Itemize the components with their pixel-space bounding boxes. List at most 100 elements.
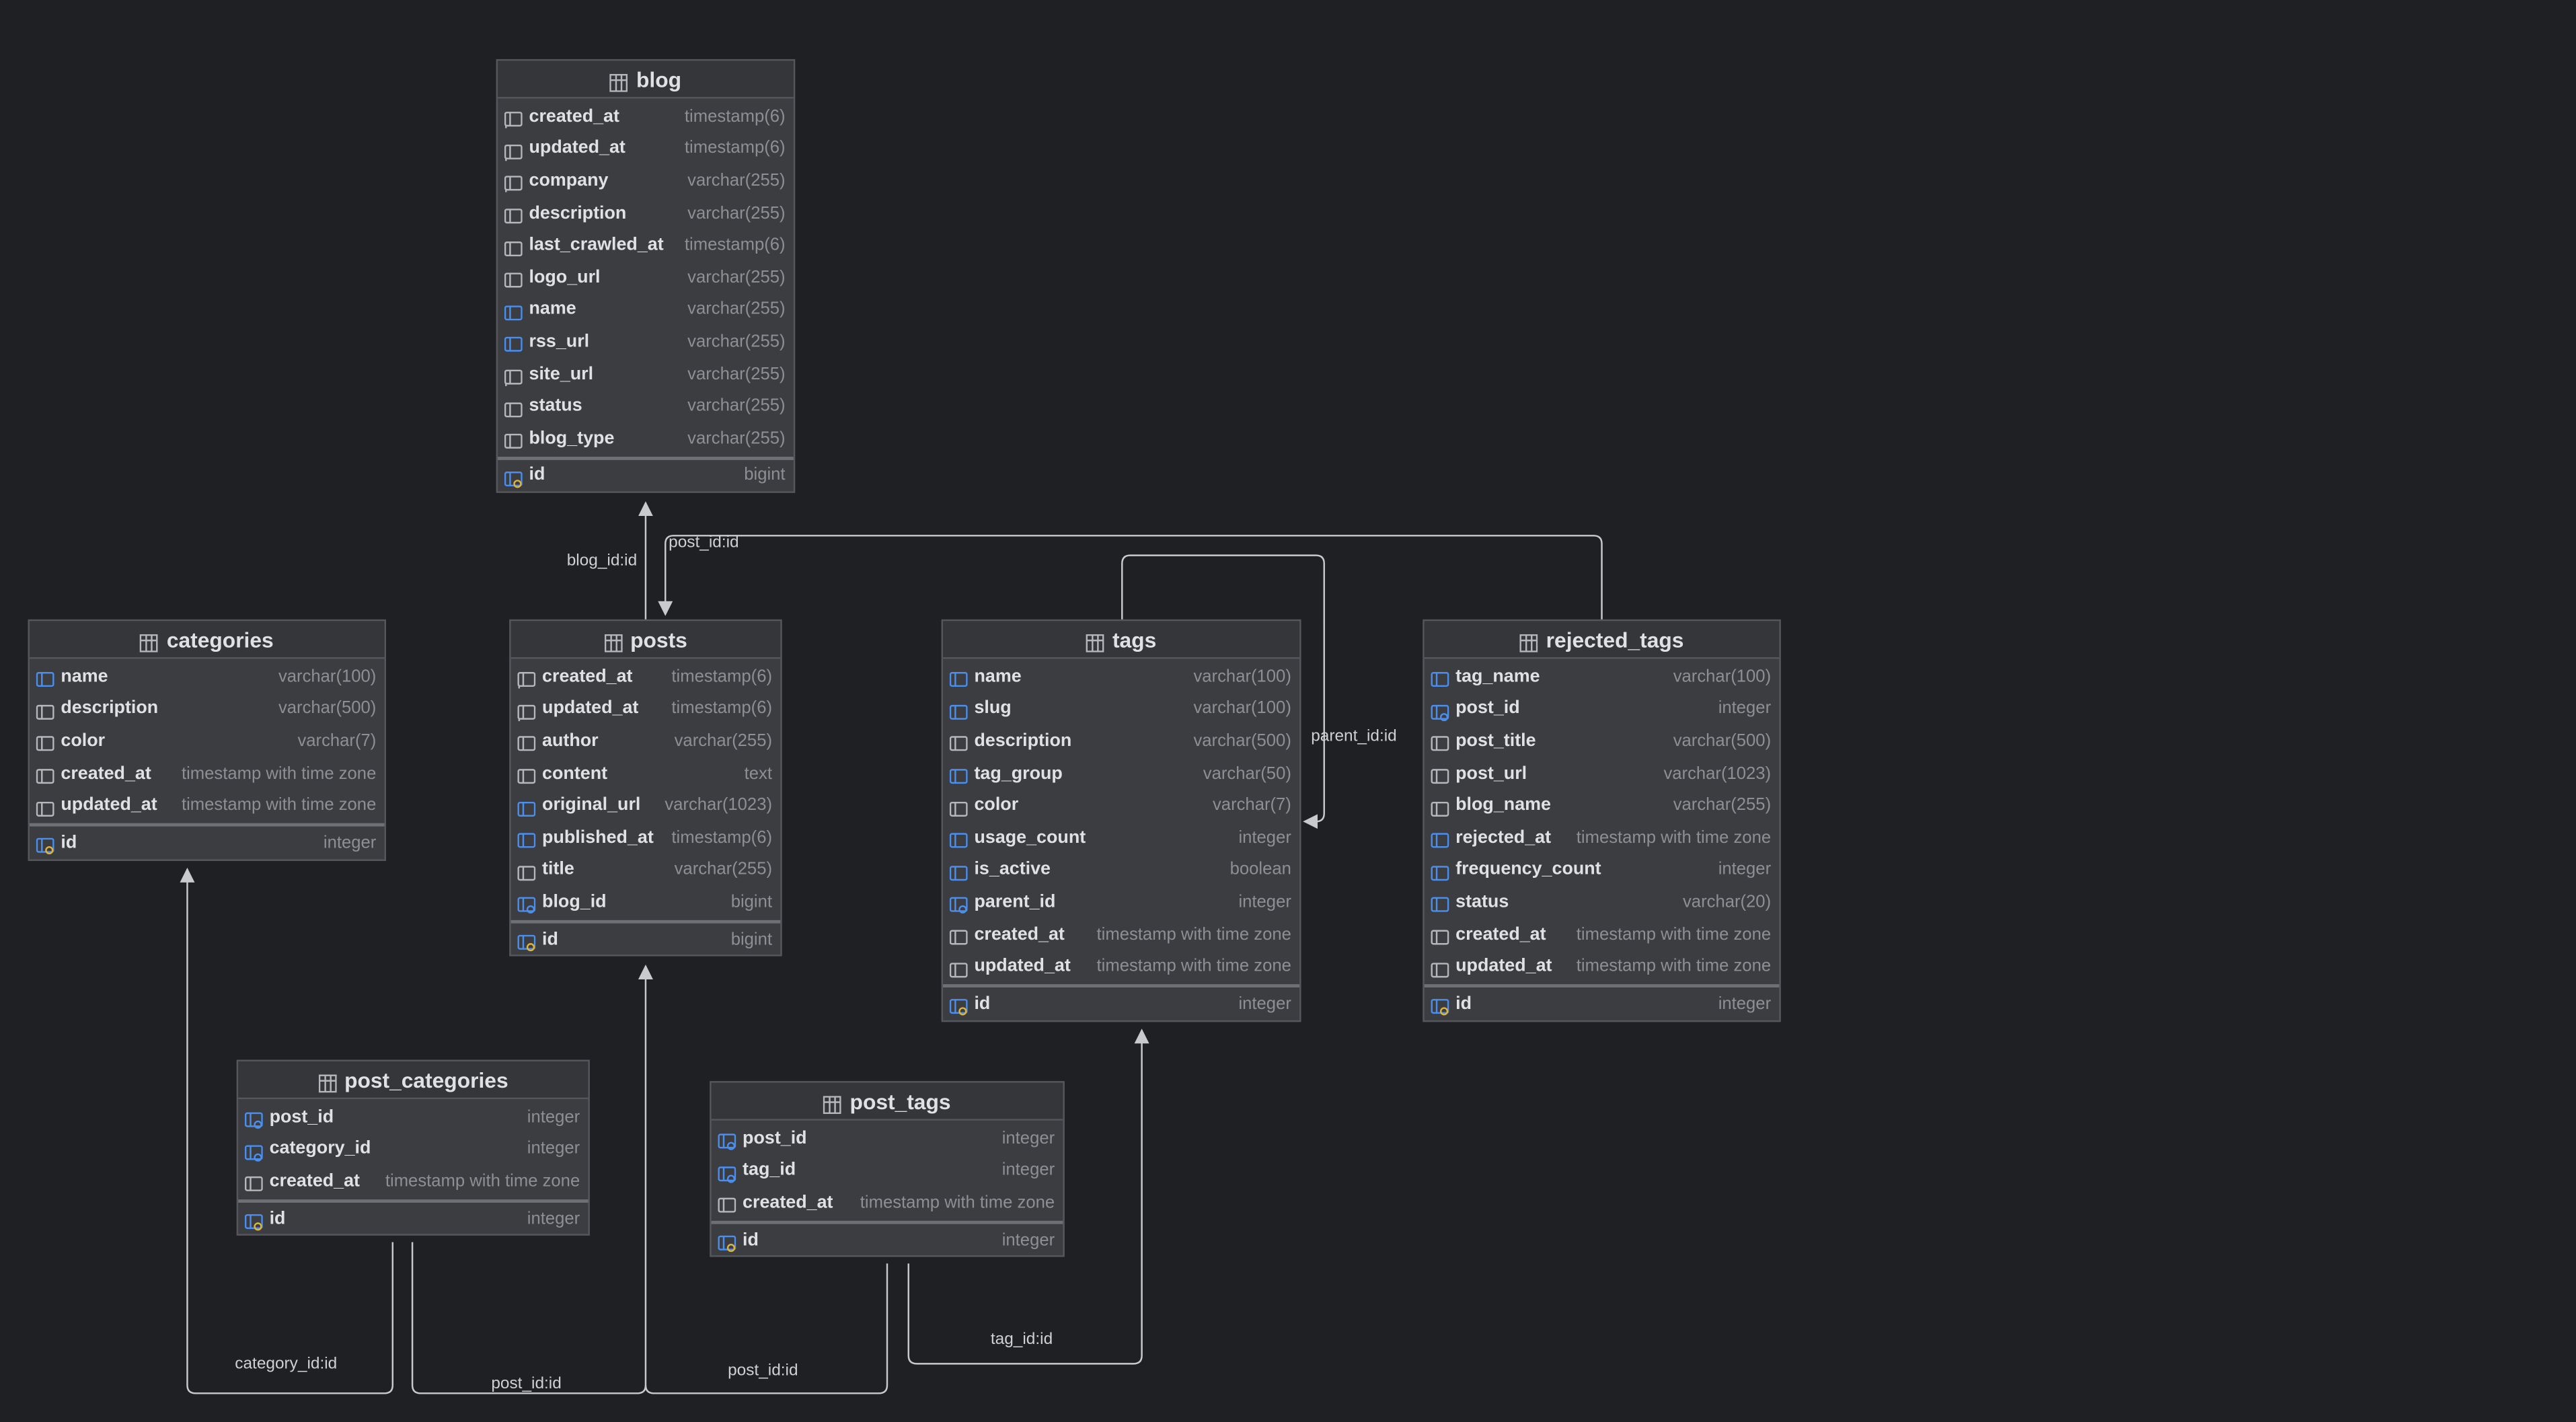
table-header[interactable]: posts <box>510 621 781 659</box>
column-type: varchar(255) <box>687 299 786 320</box>
relation-line-tag-id[interactable] <box>907 1028 1149 1365</box>
column-name: created_at <box>974 924 1065 944</box>
column-type: integer <box>527 1107 580 1127</box>
column-type: bigint <box>730 892 773 912</box>
unique-column-icon <box>1431 667 1449 687</box>
indexed-column-icon <box>949 861 968 881</box>
relation-line-post-tags-post-id[interactable] <box>644 1263 888 1394</box>
indexed-column-icon <box>1431 829 1449 849</box>
column-type: varchar(255) <box>687 170 786 191</box>
relation-line-category-id[interactable] <box>180 867 394 1394</box>
table-header[interactable]: rejected_tags <box>1424 621 1780 659</box>
column-icon <box>36 796 54 817</box>
table-header[interactable]: post_categories <box>238 1061 589 1100</box>
relation-line-parent-id[interactable] <box>1121 554 1325 829</box>
relation-line-post-categories-post-id[interactable] <box>411 965 653 1394</box>
relation-line-rejected-post-id[interactable] <box>658 535 1603 620</box>
column-type: varchar(100) <box>1193 667 1291 687</box>
column-type: timestamp(6) <box>671 699 773 719</box>
column-icon <box>36 700 54 720</box>
table-header[interactable]: post_tags <box>711 1082 1063 1121</box>
column-type: bigint <box>730 929 773 949</box>
table-header[interactable]: blog <box>498 61 794 99</box>
not-null-column-icon <box>517 700 536 722</box>
table-header[interactable]: categories <box>29 621 385 659</box>
column-type: timestamp with time zone <box>181 795 377 815</box>
primary-key-divider <box>238 1199 589 1203</box>
column-row[interactable]: company varchar(255) <box>498 165 794 197</box>
table-header[interactable]: tags <box>943 621 1300 659</box>
column-type: varchar(7) <box>297 731 377 751</box>
column-type: varchar(20) <box>1682 892 1772 912</box>
column-name: company <box>529 170 609 191</box>
column-name: created_at <box>743 1193 833 1213</box>
